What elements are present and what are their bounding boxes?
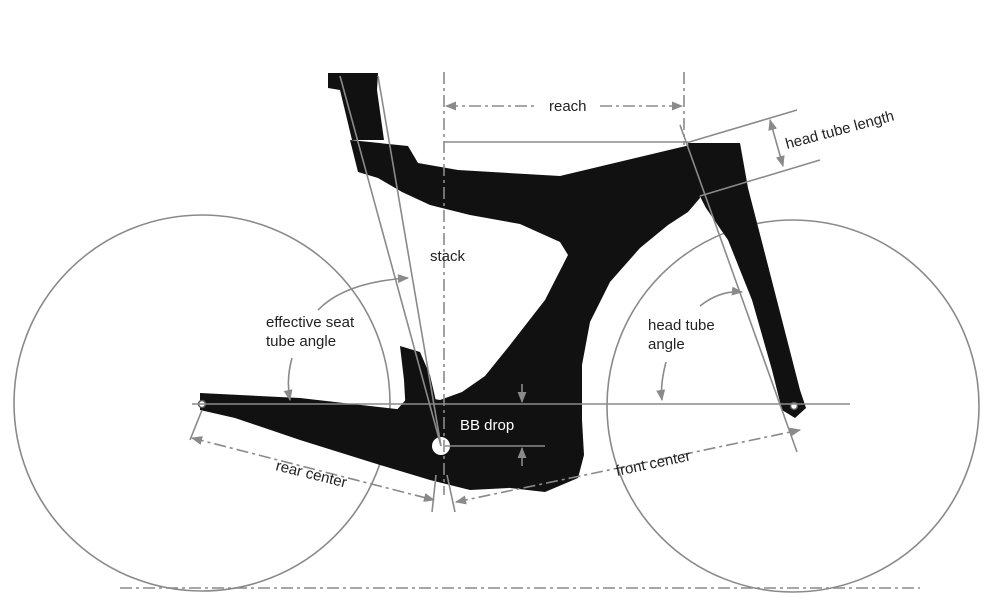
front-center-label: front center — [614, 448, 692, 480]
front-center-tick-1 — [446, 474, 456, 513]
front-wheel — [606, 219, 980, 593]
front-center-dimension — [454, 427, 802, 505]
effective-seat-tube-angle-label-line2: tube angle — [266, 333, 336, 350]
reach-label: reach — [549, 98, 587, 115]
seat-tube-angle-arc-top — [317, 274, 410, 311]
head-tube-angle-label-line1: head tube — [648, 317, 715, 334]
rear-center-tick-2 — [431, 474, 437, 513]
head-tube-length-dimension — [768, 118, 785, 168]
rear-center-label: rear center — [274, 457, 349, 491]
rear-wheel — [13, 214, 391, 592]
rear-center-tick-1 — [189, 409, 203, 441]
seat-tube-angle-arc-bottom — [283, 357, 293, 402]
head-tube-angle-label-line2: angle — [648, 336, 685, 353]
bb-drop-label: BB drop — [460, 417, 514, 434]
head-tube-bottom-line — [699, 159, 821, 197]
stack-label: stack — [430, 248, 466, 265]
seat-tube-line — [339, 75, 442, 447]
rear-center-dimension — [190, 436, 436, 502]
head-tube-length-label: head tube length — [784, 108, 896, 153]
head-tube-angle-arc-bottom — [656, 361, 667, 402]
head-tube-angle-arc-top — [699, 286, 744, 307]
seat-tube-line-2 — [377, 75, 442, 447]
effective-seat-tube-angle-label-line1: effective seat — [266, 314, 355, 331]
head-tube-top-line — [685, 109, 798, 144]
